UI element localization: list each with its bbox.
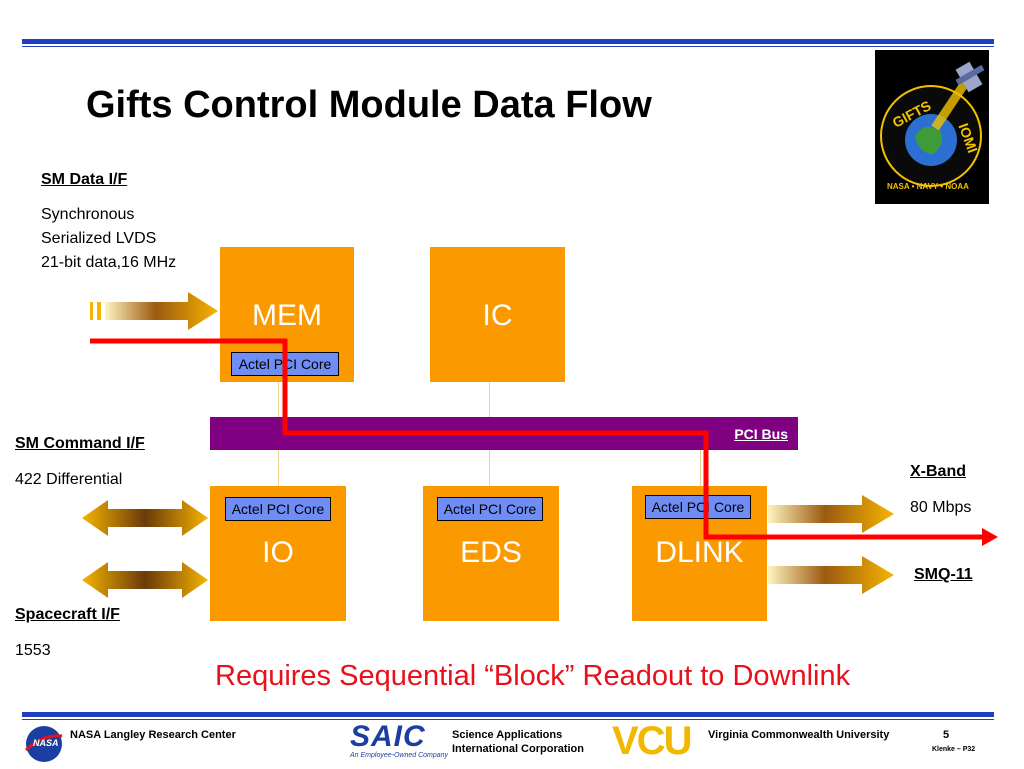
sm-data-heading: SM Data I/F <box>41 171 128 188</box>
io-bus-connector <box>278 450 279 486</box>
dlink-bus-connector <box>700 450 701 486</box>
nasa-meatball-icon <box>25 726 63 762</box>
readout-path-arrowhead <box>982 528 998 546</box>
spacecraft-heading: Spacecraft I/F <box>15 606 120 623</box>
gifts-logo: GIFTS IOMI NASA • NAVY • NOAA <box>875 50 989 204</box>
footer-saic-line2: International Corporation <box>452 743 584 755</box>
top-rule-thin <box>22 46 994 47</box>
vcu-logo: VCU <box>612 719 692 763</box>
sm-data-arrow <box>90 292 218 330</box>
xband-arrow <box>768 495 894 533</box>
readout-caption: Requires Sequential “Block” Readout to D… <box>215 660 851 692</box>
saic-logo: SAIC An Employee-Owned Company <box>350 720 449 766</box>
saic-logo-text: SAIC <box>350 720 426 753</box>
dlink-label: DLINK <box>655 536 744 569</box>
bottom-rule-thick <box>22 712 994 717</box>
top-rule-thick <box>22 39 994 44</box>
footer-saic-line1: Science Applications <box>452 729 563 741</box>
eds-bus-connector <box>489 450 490 486</box>
eds-pci-core: Actel PCI Core <box>437 497 543 521</box>
io-pci-core: Actel PCI Core <box>225 497 331 521</box>
spacecraft-detail: 1553 <box>15 642 51 659</box>
slide-title: Gifts Control Module Data Flow <box>86 84 652 126</box>
slide-ref: Klenke – P32 <box>932 746 976 753</box>
saic-tagline: An Employee-Owned Company <box>350 752 449 759</box>
xband-heading: X-Band <box>910 463 966 480</box>
spacecraft-arrow <box>82 562 208 598</box>
smq-arrow <box>768 556 894 594</box>
ic-block: IC <box>430 247 565 382</box>
ic-label: IC <box>482 299 513 332</box>
readout-path <box>90 338 985 540</box>
dlink-pci-core: Actel PCI Core <box>645 495 751 519</box>
sm-command-heading: SM Command I/F <box>15 435 145 452</box>
bottom-rule-thin <box>22 719 994 720</box>
footer-nasa: NASA Langley Research Center <box>70 729 236 741</box>
sm-data-line2: Serialized LVDS <box>41 230 157 247</box>
gifts-logo-art <box>880 61 985 187</box>
sm-data-line3: 21-bit data,16 MHz <box>41 254 177 271</box>
sm-command-detail: 422 Differential <box>15 471 123 488</box>
xband-detail: 80 Mbps <box>910 499 972 516</box>
sm-data-line1: Synchronous <box>41 206 135 223</box>
mem-label: MEM <box>252 299 322 332</box>
gifts-logo-ring-text: NASA • NAVY • NOAA <box>887 182 969 191</box>
footer-vcu: Virginia Commonwealth University <box>708 729 890 741</box>
ic-bus-connector <box>489 382 490 417</box>
smq-label: SMQ-11 <box>914 566 973 583</box>
page-number: 5 <box>943 729 950 741</box>
pci-bus-label: PCI Bus <box>734 426 788 442</box>
nasa-logo: NASA <box>22 724 66 764</box>
mem-bus-connector <box>278 382 279 417</box>
sm-command-arrow <box>82 500 208 536</box>
io-label: IO <box>262 536 294 569</box>
nasa-logo-text: NASA <box>33 738 59 748</box>
eds-label: EDS <box>460 536 522 569</box>
